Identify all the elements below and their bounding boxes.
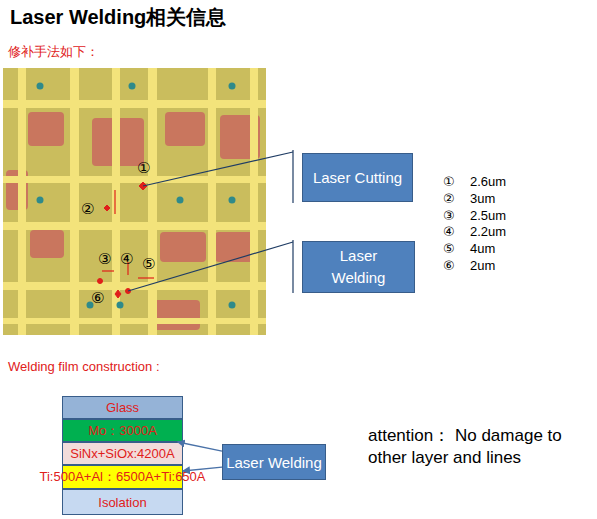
section-note: 修补手法如下： [8,44,99,61]
callout-number: ③ [98,249,111,269]
callout-number: ⑤ [443,241,455,258]
callout-number: ⑥ [443,258,455,275]
repair-marks [98,182,155,298]
dimension: 3um [470,191,495,208]
callout-number: ④ [443,224,455,241]
layer-band: SiNx+SiOx:4200A [62,442,183,465]
microscope-image [3,68,266,335]
dimension: 2um [470,258,495,275]
note: attention： No damage to other layer and … [368,425,597,469]
node-label: SiNx+SiOx:4200A [70,446,174,461]
dimension: 2.6um [470,174,506,191]
callout-number: ① [443,174,455,191]
leader-lines [128,150,293,293]
callout-number: ④ [120,249,133,269]
callout-number: ⑥ [91,288,104,308]
dimension: 2.5um [470,208,506,225]
node-label: Ti:500A+Al：6500A+Ti:650A [40,468,206,486]
callout-number: ⑤ [142,254,155,274]
callout-number: ② [81,199,94,219]
dimension: 4um [470,241,495,258]
callout-number: ③ [443,208,455,225]
process-box: Laser Welding [302,241,415,293]
callout-number: ② [443,191,455,208]
process-box: Laser Welding [222,444,326,480]
node-label: Laser Welding [327,245,390,289]
layer-band: Glass [62,396,183,419]
connector-arrow [178,442,222,451]
layer-band: Isolation [62,489,183,515]
dimension: 2.2um [470,224,506,241]
node-label: Glass [106,400,139,415]
layer-band: Ti:500A+Al：6500A+Ti:650A [62,465,183,489]
connector-arrow [183,467,222,471]
title: Laser Welding相关信息 [10,4,226,31]
node-label: Isolation [98,495,146,510]
node-label: Laser Cutting [313,169,402,186]
section-note: Welding film construction : [8,359,160,376]
layer-band: Mo：3000A [62,419,183,442]
node-label: Mo：3000A [88,422,157,440]
node-label: Laser Welding [226,454,322,471]
process-box: Laser Cutting [302,153,413,202]
callout-number: ① [137,158,150,178]
